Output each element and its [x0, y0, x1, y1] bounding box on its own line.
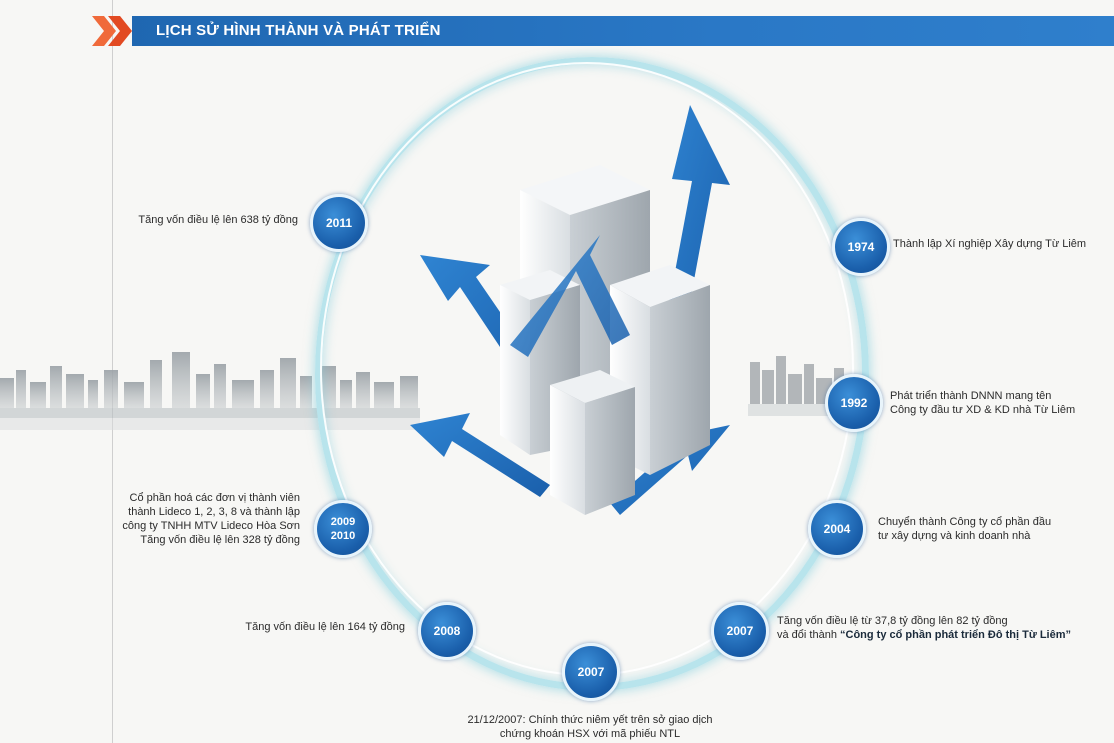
milestone-1974-text: Thành lập Xí nghiệp Xây dựng Từ Liêm — [893, 238, 1087, 250]
year-badge-2007-name-change: 2007 — [711, 602, 769, 660]
header-bar — [132, 16, 1114, 46]
section-title: LỊCH SỬ HÌNH THÀNH VÀ PHÁT TRIỂN — [156, 22, 441, 39]
year-badge-2008: 2008 — [418, 602, 476, 660]
milestone-2009-2010-text: Cổ phần hoá các đơn vị thành viên thành … — [122, 492, 300, 546]
year-badge-2007-listing: 2007 — [562, 643, 620, 701]
year-badge-2011: 2011 — [310, 194, 368, 252]
milestone-2007-listing-text: 21/12/2007: Chính thức niêm yết trên sở … — [467, 714, 713, 740]
year-badge-1974: 1974 — [832, 218, 890, 276]
milestone-2007-name-change-text: Tăng vốn điều lệ từ 37,8 tỷ đồng lên 82 … — [777, 615, 1072, 641]
year-badge-1992: 1992 — [825, 374, 883, 432]
double-chevron-icon — [92, 16, 132, 46]
section-header: LỊCH SỬ HÌNH THÀNH VÀ PHÁT TRIỂN — [92, 14, 1114, 48]
growth-bars-arrows-illustration — [410, 105, 730, 515]
milestone-1992-text: Phát triển thành DNNN mang tên Công ty đ… — [890, 390, 1076, 416]
year-badge-2004: 2004 — [808, 500, 866, 558]
milestone-2011-text: Tăng vốn điều lệ lên 638 tỷ đồng — [138, 214, 298, 226]
milestone-2004-text: Chuyển thành Công ty cổ phần đầu tư xây … — [878, 516, 1052, 542]
milestone-2008-text: Tăng vốn điều lệ lên 164 tỷ đồng — [245, 621, 405, 633]
